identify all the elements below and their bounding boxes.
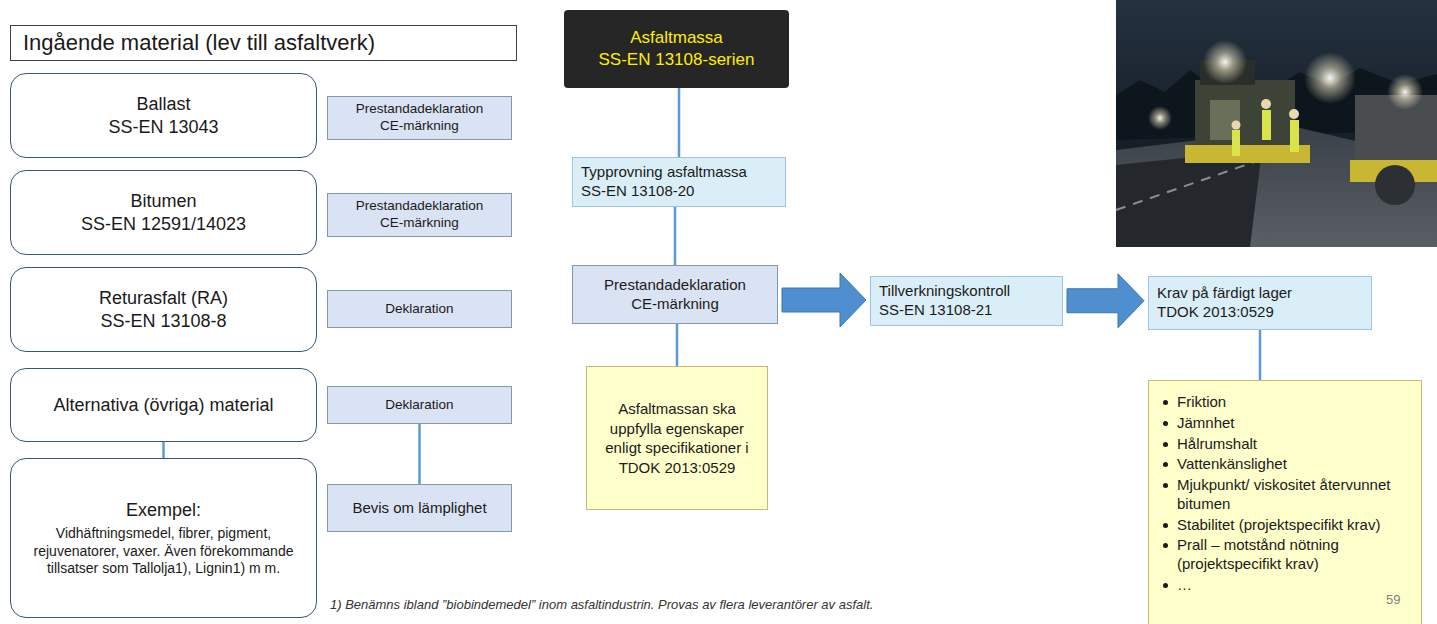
bullet-dot: [1163, 543, 1168, 548]
declaration-box: PrestandadeklarationCE-märkning: [327, 193, 512, 237]
declaration-box: Bevis om lämplighet: [327, 484, 512, 532]
process-box: Typprovning asfaltmassaSS-EN 13108-20: [572, 157, 786, 207]
box-title: Ingående material (lev till asfaltverk): [23, 30, 504, 56]
bullet-item: Jämnhet: [1161, 414, 1409, 433]
box-title: Ballast: [21, 93, 306, 116]
example-box: Exempel: Vidhäftningsmedel, fibrer, pigme…: [10, 458, 317, 618]
connector-line: [1259, 330, 1262, 380]
list-text: Mjukpunkt/ viskositet återvunnet bitumen: [1177, 476, 1409, 514]
box-text: SS-EN 13108-8: [21, 310, 306, 333]
material-box: Alternativa (övriga) material: [10, 368, 317, 442]
block-arrow-shape: [782, 273, 866, 327]
block-arrow-shape: [1067, 274, 1144, 328]
block-arrow: [1067, 274, 1144, 328]
connector-line: [162, 442, 165, 458]
list-text: Hålrumshalt: [1177, 435, 1257, 454]
note-box: Asfaltmassan ska uppfylla egenskaper enl…: [586, 366, 768, 510]
declaration-box: Deklaration: [327, 386, 512, 424]
bullet-item: Vattenkänslighet: [1161, 455, 1409, 474]
bullet-dot: [1163, 483, 1168, 488]
footnote: 1) Benämns ibland ”biobindemedel” inom a…: [330, 597, 873, 612]
process-box: TillverkningskontrollSS-EN 13108-21: [870, 276, 1063, 326]
box-title: Bitumen: [21, 190, 306, 213]
bullet-dot: [1163, 462, 1168, 467]
box-text: CE-märkning: [579, 295, 771, 314]
connector-line: [419, 424, 420, 484]
list-text: Friktion: [1177, 393, 1226, 412]
bullet-item: Prall – motstånd nötning (projektspecifi…: [1161, 536, 1409, 574]
bullet-item: Hålrumshalt: [1161, 435, 1409, 454]
box-title: Exempel:: [21, 499, 306, 522]
connector-line: [163, 442, 164, 458]
box-title: Krav på färdigt lager: [1157, 284, 1363, 303]
declaration-box: PrestandadeklarationCE-märkning: [572, 265, 778, 324]
box-title: Deklaration: [334, 397, 505, 414]
box-title: Prestandadeklaration: [334, 198, 505, 215]
connector-line: [678, 88, 681, 157]
box-text: TDOK 2013:0529: [1157, 303, 1363, 322]
list-text: Stabilitet (projektspecifikt krav): [1177, 516, 1380, 535]
box-text: SS-EN 13043: [21, 116, 306, 139]
bullet-dot: [1163, 442, 1168, 447]
list-text: Jämnhet: [1177, 414, 1235, 433]
bullet-item: …: [1161, 576, 1409, 595]
bullet-item: Mjukpunkt/ viskositet återvunnet bitumen: [1161, 476, 1409, 514]
box-title: Asfaltmassa: [572, 27, 781, 49]
product-box: AsfaltmassaSS-EN 13108-serien: [564, 10, 789, 88]
declaration-box: Deklaration: [327, 290, 512, 328]
bullet-item: Stabilitet (projektspecifikt krav): [1161, 516, 1409, 535]
box-title: Bevis om lämplighet: [334, 499, 505, 518]
heading-box: Ingående material (lev till asfaltverk): [10, 25, 517, 61]
box-title: Alternativa (övriga) material: [21, 394, 306, 417]
box-title: Prestandadeklaration: [334, 101, 505, 118]
page-number: 59: [1386, 592, 1400, 607]
material-box: BitumenSS-EN 12591/14023: [10, 170, 317, 255]
connector-line: [679, 88, 680, 157]
connector-line: [1260, 330, 1261, 380]
material-box: Returasfalt (RA)SS-EN 13108-8: [10, 267, 317, 352]
connector-line: [677, 324, 678, 366]
list-text: Vattenkänslighet: [1177, 455, 1287, 474]
bullet-dot: [1163, 523, 1168, 528]
box-title: Deklaration: [334, 301, 505, 318]
material-box: BallastSS-EN 13043: [10, 73, 317, 158]
box-text: SS-EN 13108-21: [879, 301, 1054, 320]
bullet-dot: [1163, 421, 1168, 426]
box-title: Typprovning asfaltmassa: [581, 163, 777, 182]
box-text: Vidhäftningsmedel, fibrer, pigment, reju…: [21, 525, 306, 578]
declaration-box: PrestandadeklarationCE-märkning: [327, 96, 512, 140]
box-title: Returasfalt (RA): [21, 287, 306, 310]
box-text: SS-EN 12591/14023: [21, 213, 306, 236]
connector-line: [675, 207, 676, 266]
box-text: SS-EN 13108-serien: [572, 49, 781, 71]
box-title: Asfaltmassan ska uppfylla egenskaper enl…: [597, 399, 757, 477]
box-text: SS-EN 13108-20: [581, 182, 777, 201]
bullet-item: Friktion: [1161, 393, 1409, 412]
box-title: Prestandadeklaration: [579, 276, 771, 295]
connector-line: [674, 207, 677, 266]
process-box: Krav på färdigt lagerTDOK 2013:0529: [1148, 276, 1372, 330]
connector-line: [418, 424, 421, 484]
box-text: CE-märkning: [334, 118, 505, 135]
box-text: CE-märkning: [334, 215, 505, 232]
connector-line: [676, 324, 679, 366]
list-text: Prall – motstånd nötning (projektspecifi…: [1177, 536, 1409, 574]
requirement-list: FriktionJämnhetHålrumshaltVattenkänsligh…: [1148, 380, 1422, 624]
block-arrow: [782, 273, 866, 327]
bullet-dot: [1163, 400, 1168, 405]
list-text: …: [1177, 576, 1192, 595]
box-title: Tillverkningskontroll: [879, 282, 1054, 301]
bullet-dot: [1163, 583, 1168, 588]
